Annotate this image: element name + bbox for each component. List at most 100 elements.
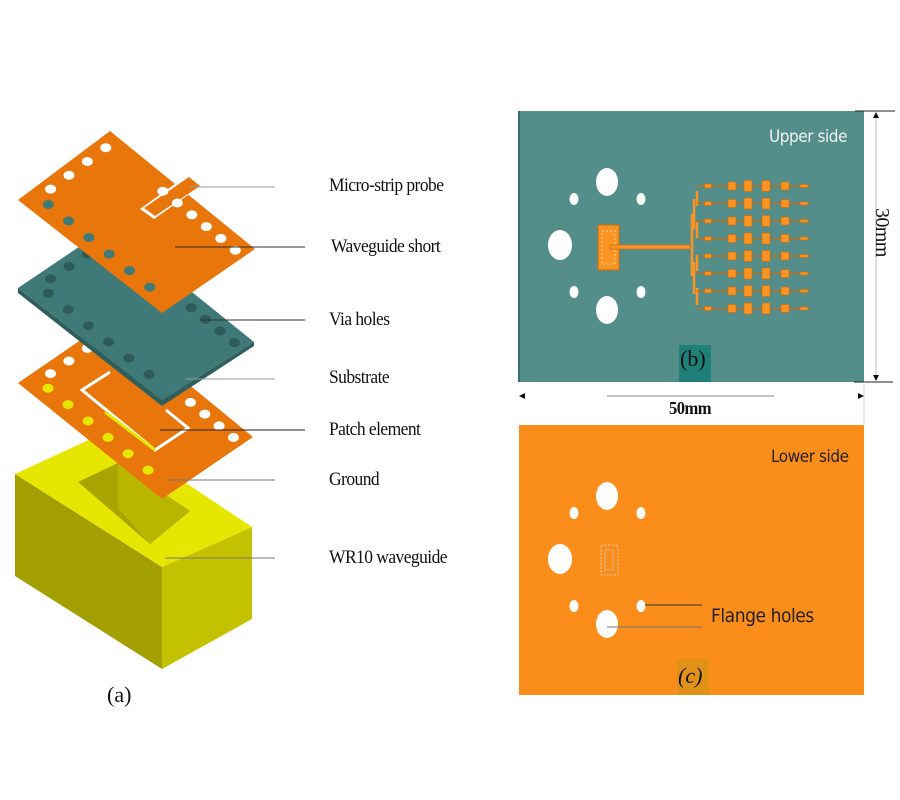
hole: [83, 321, 94, 331]
hole: [142, 465, 154, 475]
patch-element: [780, 269, 790, 278]
patch-element: [799, 306, 809, 311]
aperture-outline-outer: [600, 544, 619, 576]
dim-50-arrow-right: [858, 393, 864, 399]
flange-hole: [596, 610, 618, 638]
hole: [213, 421, 225, 431]
patch-array: [690, 180, 810, 315]
caption-b: (b): [680, 346, 706, 371]
patch-plate-holes: [42, 331, 239, 475]
patch-element: [799, 236, 809, 241]
hole: [200, 314, 211, 324]
caption-c-bg: [677, 659, 709, 695]
wr10-waveguide-block: [15, 431, 252, 669]
flange-hole: [548, 544, 572, 574]
hole: [63, 261, 75, 271]
lower-flange-holes: [548, 482, 646, 638]
patch-element: [727, 269, 737, 278]
hole: [200, 222, 212, 232]
flange-hole: [596, 482, 618, 510]
patch-element: [780, 181, 790, 191]
patch-element: [743, 267, 753, 280]
flange-hole: [636, 507, 646, 519]
hole: [45, 369, 56, 379]
hole: [81, 157, 93, 166]
flange-hole: [636, 600, 646, 612]
feed-patch: [597, 224, 691, 271]
patch-element: [727, 216, 737, 226]
hole: [100, 143, 112, 153]
upper-flange-holes: [548, 168, 646, 324]
patch-element: [743, 232, 753, 245]
patch-element: [727, 286, 737, 296]
height-dimension-label: 30mm: [871, 208, 893, 257]
hole: [143, 369, 155, 379]
hole: [171, 198, 183, 208]
patch-element: [780, 234, 790, 243]
patch-element: [799, 201, 809, 206]
top-plate-holes: [42, 143, 241, 292]
patch-element: [704, 236, 712, 241]
caption-b-bg: [679, 345, 711, 382]
patch-element: [727, 251, 737, 261]
substrate-top: [18, 226, 254, 400]
patch-element: [761, 197, 771, 210]
caption-c: (c): [678, 663, 703, 688]
hole: [227, 433, 239, 442]
hole: [62, 305, 74, 314]
feed-line: [609, 244, 691, 250]
hole: [102, 432, 114, 442]
dimension-30mm: [854, 110, 895, 383]
flange-hole: [569, 507, 579, 519]
hole: [122, 449, 134, 459]
patch-element: [727, 304, 737, 313]
patch-element: [780, 199, 790, 208]
patch-element: [704, 183, 712, 189]
leader-lines: [160, 186, 305, 559]
hole: [185, 397, 196, 407]
dimension-50mm: [519, 382, 865, 425]
flange-hole: [548, 230, 572, 260]
flange-holes-label: Flange holes: [711, 605, 814, 627]
patch-element: [761, 285, 771, 297]
hole: [157, 186, 169, 196]
flange-hole: [569, 286, 579, 298]
patch-element: [704, 288, 712, 294]
aperture-outline-inner: [604, 549, 614, 571]
patch-element: [761, 232, 771, 245]
waveguide-left-face: [15, 474, 162, 669]
label-micro-strip-probe: Micro-strip probe: [329, 175, 444, 196]
panel-a-exploded-view: [15, 131, 305, 669]
patch-ground-plate: [18, 320, 253, 499]
patch-element: [727, 199, 737, 208]
waveguide-short-plate: [18, 131, 255, 313]
patch-element: [799, 254, 809, 258]
flange-hole: [636, 193, 646, 205]
patch-element: [799, 289, 809, 293]
top-plate: [18, 131, 255, 313]
flange-hole: [569, 193, 579, 205]
label-ground: Ground: [329, 469, 380, 490]
upper-side-label: Upper side: [769, 127, 848, 147]
patch-element: [704, 271, 712, 276]
patch-element: [780, 304, 790, 313]
dim-30-arrow-up: [873, 112, 879, 118]
label-waveguide-short: Waveguide short: [331, 236, 441, 257]
label-wr10-waveguide: WR10 waveguide: [329, 547, 448, 568]
patch-element: [704, 253, 712, 259]
patch-element: [743, 197, 753, 210]
patch-plate: [18, 320, 253, 499]
lower-side-label: Lower side: [771, 447, 849, 467]
patch-element: [743, 302, 753, 315]
hole: [228, 338, 240, 347]
hole: [124, 266, 135, 276]
hole: [63, 356, 75, 366]
hole: [103, 249, 115, 259]
hole: [45, 184, 57, 194]
hole: [82, 416, 94, 426]
hole: [83, 233, 95, 242]
patch-element: [761, 302, 771, 315]
hole: [42, 288, 54, 298]
caption-a: (a): [107, 682, 132, 707]
